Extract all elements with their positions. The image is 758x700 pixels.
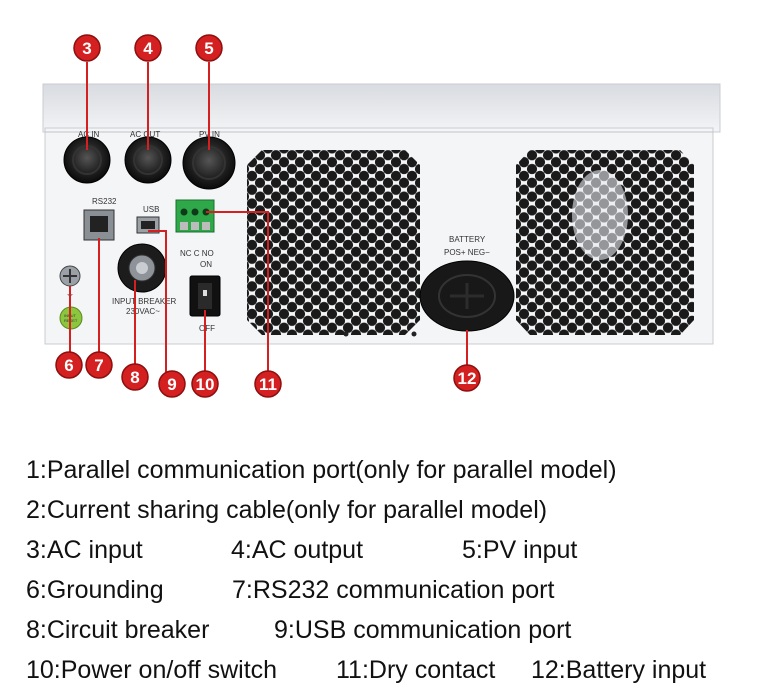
- marker-3: 3: [73, 34, 101, 62]
- marker-11: 11: [254, 370, 282, 398]
- screw-dot: [411, 331, 417, 337]
- marker-10: 10: [191, 370, 219, 398]
- usb-port: USB: [136, 205, 160, 234]
- marker-9: 9: [158, 370, 186, 398]
- legend-item-1: 1:Parallel communication port(only for p…: [26, 456, 617, 484]
- svg-text:7: 7: [94, 356, 103, 375]
- marker-7: 7: [85, 351, 113, 379]
- svg-text:3: 3: [82, 39, 91, 58]
- svg-text:5: 5: [204, 39, 213, 58]
- dry-contact-terminal: NC C NO: [175, 199, 215, 258]
- rs232-label: RS232: [92, 197, 117, 206]
- svg-text:12: 12: [458, 369, 477, 388]
- legend-item-4: 4:AC output: [231, 536, 364, 564]
- rs232-port: RS232: [83, 197, 117, 241]
- svg-text:6: 6: [64, 356, 73, 375]
- fan-grille-right: [516, 150, 694, 335]
- breaker-label-2: 230VAC~: [126, 307, 160, 316]
- marker-6: 6: [55, 351, 83, 379]
- switch-off-label: OFF: [199, 324, 215, 333]
- legend-item-5: 5:PV input: [462, 536, 578, 564]
- ac-output-port: AC OUT: [124, 130, 172, 184]
- leader-lines: [69, 62, 468, 372]
- screw-dot: [343, 331, 349, 337]
- marker-8: 8: [121, 363, 149, 391]
- marker-12: 12: [453, 364, 481, 392]
- legend-item-12: 12:Battery input: [531, 656, 707, 684]
- circuit-breaker: INPUT BREAKER 230VAC~: [112, 243, 177, 316]
- legend: 1:Parallel communication port(only for p…: [0, 440, 758, 700]
- ac-out-label: AC OUT: [130, 130, 160, 139]
- fan-grille-left: [247, 150, 420, 335]
- legend-item-6: 6:Grounding: [26, 576, 164, 604]
- svg-text:11: 11: [259, 375, 277, 394]
- inverter-rear-panel-diagram: AC IN AC OUT PV IN RS232 USB NC C NO: [42, 34, 721, 398]
- battery-label: BATTERY: [449, 235, 486, 244]
- legend-item-11: 11:Dry contact: [336, 656, 496, 684]
- breaker-label-1: INPUT BREAKER: [112, 297, 177, 306]
- legend-item-9: 9:USB communication port: [274, 616, 572, 644]
- dry-contact-label: NC C NO: [180, 249, 214, 258]
- marker-4: 4: [134, 34, 162, 62]
- legend-item-10: 10:Power on/off switch: [26, 656, 278, 684]
- legend-item-3: 3:AC input: [26, 536, 143, 564]
- battery-input: BATTERY POS+ NEG−: [419, 235, 515, 332]
- svg-text:8: 8: [130, 368, 139, 387]
- ac-in-label: AC IN: [78, 130, 100, 139]
- svg-text:9: 9: [167, 375, 176, 394]
- legend-item-7: 7:RS232 communication port: [232, 576, 555, 604]
- legend-item-2: 2:Current sharing cable(only for paralle…: [26, 496, 548, 524]
- callout-markers: 3 4 5 6 7 8 9 10 11 12: [55, 34, 481, 398]
- svg-text:4: 4: [143, 39, 153, 58]
- svg-text:10: 10: [196, 375, 215, 394]
- switch-on-label: ON: [200, 260, 212, 269]
- marker-5: 5: [195, 34, 223, 62]
- battery-poles-label: POS+ NEG−: [444, 248, 490, 257]
- legend-item-8: 8:Circuit breaker: [26, 616, 210, 644]
- usb-label: USB: [143, 205, 159, 214]
